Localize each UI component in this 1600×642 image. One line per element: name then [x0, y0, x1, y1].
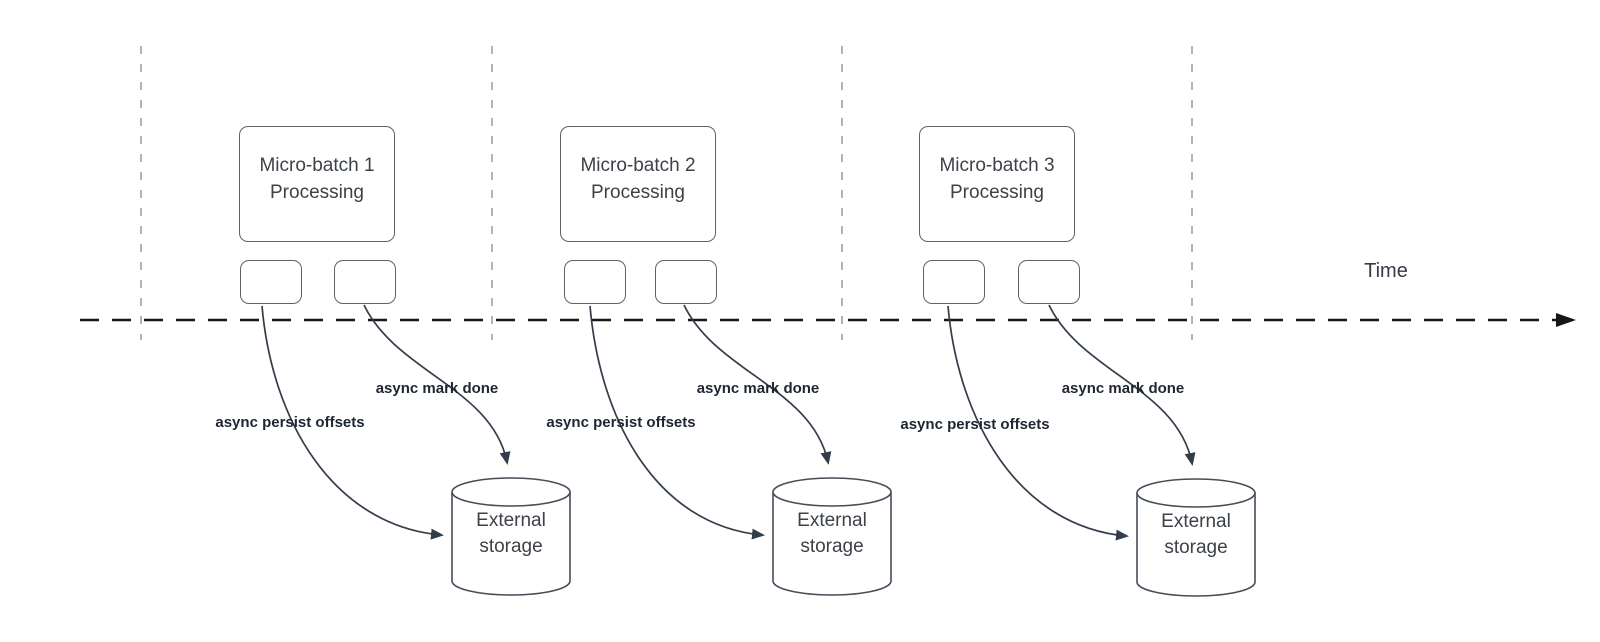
external-storage-3-line2: storage — [1164, 537, 1228, 558]
micro-batch-2-title-line1: Micro-batch 2 — [580, 155, 696, 176]
done-task-box-1 — [334, 260, 396, 304]
micro-batch-1-title-line1: Micro-batch 1 — [259, 155, 375, 176]
micro-batch-1-title-line2: Processing — [270, 182, 364, 203]
offset-task-box-1 — [240, 260, 302, 304]
storage-cylinder-body-1 — [451, 492, 571, 596]
done-task-box-2 — [655, 260, 717, 304]
mark-done-label-2: async mark done — [696, 380, 820, 397]
external-storage-label-2: External storage — [773, 508, 891, 560]
persist-offsets-arrow-3 — [947, 305, 1129, 541]
external-storage-label-3: External storage — [1137, 509, 1255, 561]
micro-batch-2-title-line2: Processing — [591, 182, 685, 203]
external-storage-3-line1: External — [1161, 511, 1231, 532]
offset-task-box-2 — [564, 260, 626, 304]
micro-batch-1-box: Micro-batch 1 Processing — [239, 126, 395, 242]
mark-done-label-1: async mark done — [375, 380, 499, 397]
offset-task-box-3 — [923, 260, 985, 304]
persist-offsets-label-2: async persist offsets — [546, 414, 696, 431]
external-storage-1-line2: storage — [479, 536, 543, 557]
external-storage-2-line1: External — [797, 510, 867, 531]
mark-done-arrow-1 — [363, 304, 511, 465]
external-storage-2-line2: storage — [800, 536, 864, 557]
persist-offsets-arrow-1 — [261, 305, 444, 540]
mark-done-arrow-3 — [1048, 304, 1196, 466]
storage-cylinder-top-3 — [1136, 478, 1256, 508]
storage-cylinder-body-2 — [772, 492, 892, 596]
storage-cylinder-top-1 — [451, 477, 571, 507]
micro-batch-3-title-line1: Micro-batch 3 — [939, 155, 1055, 176]
mark-done-label-3: async mark done — [1061, 380, 1185, 397]
storage-cylinder-top-2 — [772, 477, 892, 507]
time-axis-label: Time — [1364, 260, 1408, 282]
persist-offsets-label-1: async persist offsets — [215, 414, 365, 431]
micro-batch-3-title-line2: Processing — [950, 182, 1044, 203]
done-task-box-3 — [1018, 260, 1080, 304]
external-storage-1-line1: External — [476, 510, 546, 531]
persist-offsets-label-3: async persist offsets — [900, 416, 1050, 433]
external-storage-label-1: External storage — [452, 508, 570, 560]
storage-cylinder-body-3 — [1136, 493, 1256, 597]
micro-batch-2-box: Micro-batch 2 Processing — [560, 126, 716, 242]
micro-batch-3-box: Micro-batch 3 Processing — [919, 126, 1075, 242]
mark-done-arrow-2 — [683, 304, 832, 465]
persist-offsets-arrow-2 — [589, 305, 765, 540]
